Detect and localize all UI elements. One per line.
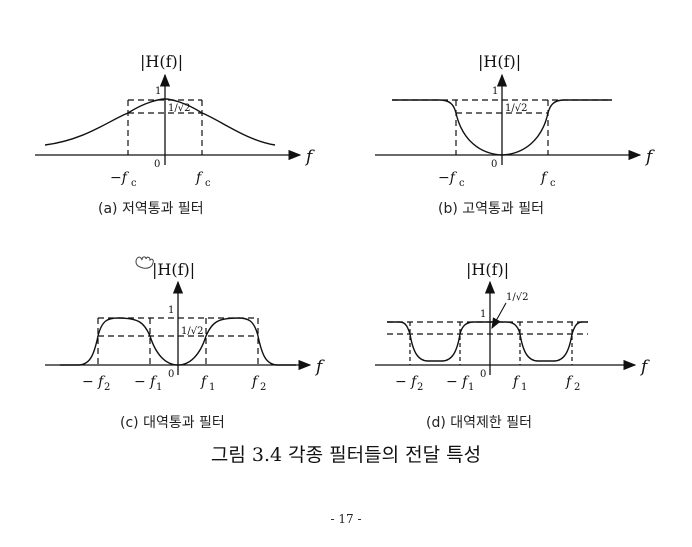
a-fc-label: f c <box>195 170 211 189</box>
svg-text:2: 2 <box>574 382 580 393</box>
svg-text:c: c <box>205 178 211 189</box>
a-one-label: 1 <box>155 86 161 97</box>
d-magnitude-label: |H(f)| <box>466 260 509 279</box>
svg-text:c: c <box>459 178 465 189</box>
svg-text:2: 2 <box>417 382 423 393</box>
d-neg-f2-label: − f 2 <box>395 374 423 393</box>
c-response-curve <box>60 317 296 366</box>
svg-text:1: 1 <box>156 382 162 393</box>
svg-text:−f: −f <box>438 170 458 186</box>
panel-a-lowpass <box>35 73 302 165</box>
svg-text:− f: − f <box>134 374 158 390</box>
a-inv-sqrt2-label: 1/√2 <box>168 103 190 114</box>
d-zero-label: 0 <box>480 369 486 380</box>
c-f1-label: f 1 <box>200 374 215 393</box>
a-magnitude-label: |H(f)| <box>140 52 183 71</box>
c-f2-label: f 2 <box>251 374 266 393</box>
svg-text:f: f <box>251 374 260 390</box>
caption-d: (d) 대역제한 필터 <box>426 415 532 431</box>
svg-text:1: 1 <box>521 382 527 393</box>
svg-text:1: 1 <box>468 382 474 393</box>
panel-d-bandstop <box>375 280 637 375</box>
svg-text:f: f <box>195 170 204 186</box>
svg-text:2: 2 <box>260 382 266 393</box>
b-response-curve <box>392 99 612 156</box>
b-inv-sqrt2-label: 1/√2 <box>505 103 527 114</box>
panel-b-highpass <box>375 73 642 165</box>
svg-text:2: 2 <box>104 382 110 393</box>
a-zero-label: 0 <box>154 159 160 170</box>
svg-text:1: 1 <box>209 382 215 393</box>
c-freq-label: f <box>314 357 325 377</box>
caption-b: (b) 고역통과 필터 <box>438 201 544 217</box>
panel-c-bandpass <box>45 280 312 375</box>
d-inv-sqrt2-label: 1/√2 <box>506 292 528 303</box>
b-fc-label: f c <box>540 170 556 189</box>
svg-text:c: c <box>131 178 137 189</box>
b-neg-fc-label: −f c <box>438 170 465 189</box>
d-pointer-line <box>491 302 507 329</box>
svg-text:− f: − f <box>82 374 106 390</box>
c-inv-sqrt2-label: 1/√2 <box>181 326 203 337</box>
svg-text:− f: − f <box>395 374 419 390</box>
b-freq-label: f <box>644 147 655 167</box>
c-magnitude-label: |H(f)| <box>152 260 195 279</box>
a-response-curve <box>44 98 276 146</box>
d-f1-label: f 1 <box>512 374 527 393</box>
c-neg-f1-label: − f 1 <box>134 374 162 393</box>
c-zero-label: 0 <box>168 369 174 380</box>
d-freq-label: f <box>639 357 650 377</box>
svg-text:f: f <box>540 170 549 186</box>
d-response-curve <box>387 321 588 362</box>
hand-cursor-icon <box>135 256 154 269</box>
b-zero-label: 0 <box>491 159 497 170</box>
d-neg-f1-label: − f 1 <box>446 374 474 393</box>
a-freq-label: f <box>304 147 315 167</box>
b-one-label: 1 <box>492 86 498 97</box>
svg-text:f: f <box>512 374 521 390</box>
a-neg-fc-label: −f c <box>110 170 137 189</box>
b-magnitude-label: |H(f)| <box>478 52 521 71</box>
c-one-label: 1 <box>168 305 174 316</box>
caption-a: (a) 저역통과 필터 <box>98 201 204 217</box>
d-f2-label: f 2 <box>565 374 580 393</box>
page-number: - 17 - <box>330 512 362 526</box>
svg-text:f: f <box>565 374 574 390</box>
figure-caption: 그림 3.4 각종 필터들의 전달 특성 <box>210 444 482 466</box>
svg-text:c: c <box>550 178 556 189</box>
svg-text:f: f <box>200 374 209 390</box>
svg-text:−f: −f <box>110 170 130 186</box>
caption-c: (c) 대역통과 필터 <box>120 415 225 431</box>
d-one-label: 1 <box>480 309 486 320</box>
svg-text:− f: − f <box>446 374 470 390</box>
c-neg-f2-label: − f 2 <box>82 374 110 393</box>
